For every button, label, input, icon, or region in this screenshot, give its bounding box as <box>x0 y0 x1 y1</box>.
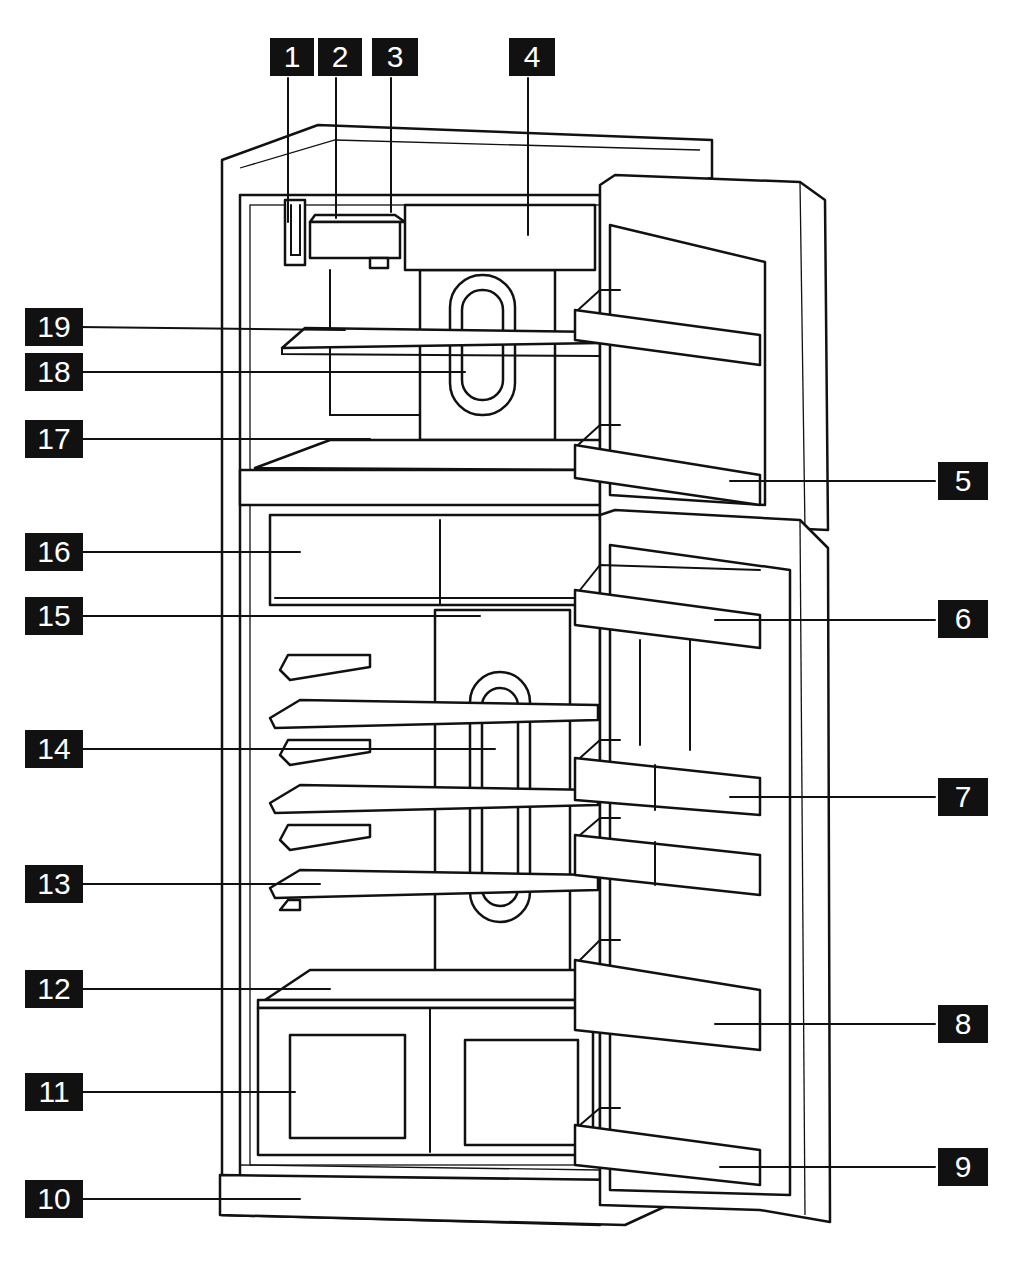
shelf-19 <box>282 328 600 348</box>
part-4 <box>405 205 595 270</box>
glass-shelf <box>270 700 598 728</box>
compartment-divider <box>240 470 600 505</box>
callout-number: 1 <box>270 38 314 76</box>
callout-number: 8 <box>938 1005 988 1043</box>
door-bin-7 <box>575 758 760 815</box>
leader-line <box>78 615 480 617</box>
callout-number: 5 <box>938 462 988 500</box>
shelf-rail <box>280 900 300 910</box>
glass-shelf <box>270 785 598 813</box>
crisper-16 <box>270 515 600 605</box>
leader-line <box>730 480 935 482</box>
shelf-rail <box>280 655 370 680</box>
cabinet-top-edge <box>240 140 700 168</box>
callout-number: 18 <box>25 353 83 391</box>
door-bin-divider <box>654 842 656 885</box>
leader-line <box>390 78 392 212</box>
base-edge <box>240 1165 600 1170</box>
door-bin-side <box>580 940 620 960</box>
callout-number: 7 <box>938 778 988 816</box>
leader-line <box>78 327 345 330</box>
callout-number: 17 <box>25 420 83 458</box>
shelf-18-edge <box>282 348 600 356</box>
callout-number: 2 <box>318 38 362 76</box>
leader-line <box>78 748 495 750</box>
drawer-window <box>290 1035 405 1138</box>
door-bin-side <box>580 818 620 835</box>
leader-line <box>78 883 320 885</box>
leader-line <box>78 1091 295 1093</box>
leader-line <box>527 78 529 235</box>
drawer-divider <box>429 1008 431 1152</box>
leader-line <box>335 78 337 218</box>
door-bin-side <box>580 740 620 758</box>
door-bin-9 <box>575 1125 760 1185</box>
leader-line <box>730 796 935 798</box>
callout-number: 9 <box>938 1148 988 1186</box>
callout-number: 16 <box>25 533 83 571</box>
cabinet-liner <box>250 205 600 1165</box>
drawer-11 <box>258 1008 593 1155</box>
callout-number: 10 <box>25 1180 83 1218</box>
shelf-rail <box>280 825 370 850</box>
freezer-floor <box>255 440 600 470</box>
leader-line <box>715 619 935 621</box>
door-bin <box>575 310 760 365</box>
callout-number: 6 <box>938 600 988 638</box>
leader-line <box>78 438 370 440</box>
callout-number: 12 <box>25 970 83 1008</box>
upper-door-edge <box>800 182 805 530</box>
door-bin <box>575 835 760 895</box>
leader-line <box>720 1166 935 1168</box>
shelf-12 <box>265 970 600 1000</box>
callout-number: 19 <box>25 308 83 346</box>
door-bin-8 <box>575 960 760 1050</box>
door-divider <box>640 640 690 750</box>
door-bin-side <box>580 565 760 590</box>
leader-lines <box>78 78 935 1199</box>
leader-line <box>287 78 289 222</box>
door-bin-divider <box>654 765 656 810</box>
leader-line <box>78 1198 300 1200</box>
door-bin-side <box>580 1108 620 1125</box>
crisper-detail <box>275 520 600 605</box>
lower-door-edge <box>800 520 805 1215</box>
callout-number: 3 <box>372 38 418 76</box>
part-3-nub <box>370 258 388 268</box>
shelf-rail <box>280 740 370 765</box>
callout-number: 15 <box>25 597 83 635</box>
door-bin-side <box>578 290 620 310</box>
part-2 <box>310 222 400 258</box>
leader-line <box>78 551 300 553</box>
leader-line <box>78 371 465 373</box>
drawer-window <box>465 1040 578 1145</box>
door-bin-side <box>578 425 620 445</box>
callout-number: 11 <box>25 1073 83 1111</box>
leader-line <box>78 988 330 990</box>
callout-number: 14 <box>25 730 83 768</box>
door-bin-5 <box>575 445 760 505</box>
part-1-detail <box>291 205 300 255</box>
leader-line <box>715 1023 935 1025</box>
cabinet-cavity <box>240 195 600 1180</box>
callout-number: 4 <box>509 38 555 76</box>
callout-number: 13 <box>25 865 83 903</box>
